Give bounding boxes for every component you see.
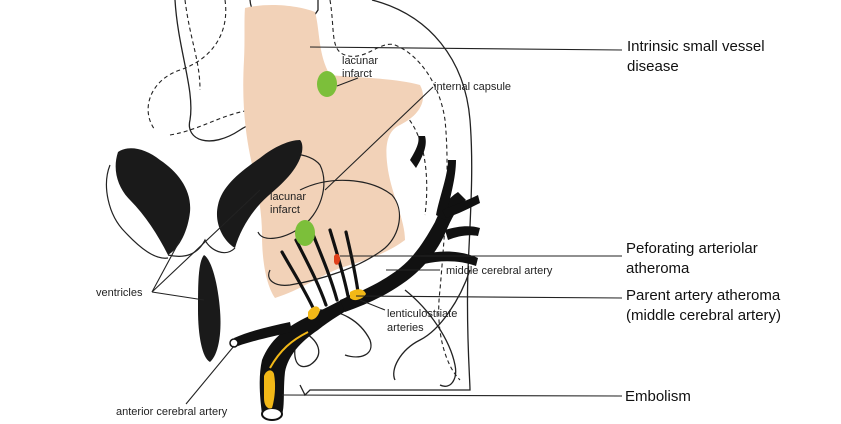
carotid-opening [261,407,283,421]
middle-cerebral-artery-label: middle cerebral artery [446,265,553,277]
lacunar-infarct-top-marker [317,71,337,97]
lenticulostriate-arteries-label: lenticulostriate arteries [387,308,460,334]
perforator-atheroma [334,253,340,265]
third-ventricle [198,255,221,362]
ventricles-label: ventricles [96,287,143,299]
atheroma-deposits [264,253,366,409]
ventricle-outline [105,164,169,259]
embolism-label: Embolism [625,388,691,405]
middle-cerebral-artery-vessel [340,192,466,312]
right-lateral-ventricle [216,140,303,248]
mca-lower-branch [420,251,478,266]
lacunar-infarct-mid-label: lacunar infarct [270,191,309,216]
mca-insular-branch [410,136,426,168]
siphon-atheroma [269,331,309,369]
perforating-atheroma-label: Peforating arteriolar atheroma [626,240,762,277]
internal-capsule-label: internal capsule [434,81,511,93]
mca-upper-branch [436,160,456,220]
anterior-cerebral-artery-label: anterior cerebral artery [116,406,228,418]
mca-origin-atheroma [308,306,320,320]
carotid-atheroma [264,370,276,409]
leader-lines [151,46,623,405]
parent-artery-atheroma-label: Parent artery atheroma (middle cerebral … [626,287,784,324]
septum-outline [167,238,236,257]
internal-capsule-region [243,5,424,299]
mca-trunk-atheroma [350,289,366,301]
brain-outline [174,0,473,397]
intrinsic-small-vessel-label: Intrinsic small vessel disease [627,38,769,75]
anterior-cerebral-artery-vessel [234,322,292,346]
aca-opening [229,338,239,348]
lacunar-infarct-mid-marker [295,220,315,246]
lacunar-infarct-top-label: lacunar infarct [342,55,381,80]
mca-lateral-branch [442,195,480,218]
mca-stem-branch [445,226,480,240]
ventricles [105,140,303,362]
left-lateral-ventricle [115,148,191,255]
